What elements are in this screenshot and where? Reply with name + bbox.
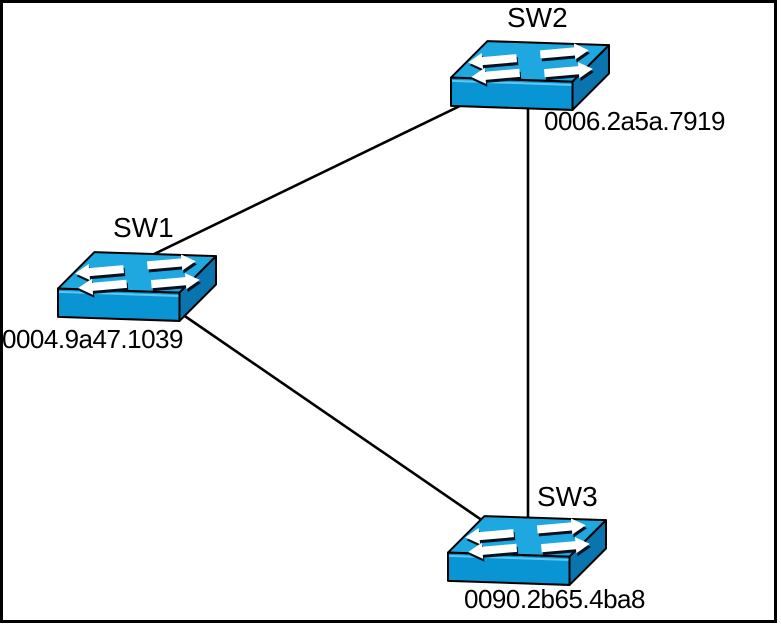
link-sw1-sw2: [147, 102, 465, 259]
mac-address-sw3: 0090.2b65.4ba8: [464, 584, 645, 614]
switch-icon-sw2[interactable]: [449, 37, 611, 112]
node-label-sw2: SW2: [507, 2, 568, 33]
link-sw1-sw3: [175, 308, 487, 525]
mac-address-sw2: 0006.2a5a.7919: [544, 106, 725, 136]
node-label-sw1: SW1: [113, 212, 174, 243]
mac-address-sw1: 0004.9a47.1039: [2, 324, 183, 354]
switch-icon-sw1[interactable]: [56, 248, 218, 323]
switch-icon-sw3[interactable]: [446, 512, 608, 587]
node-label-sw3: SW3: [537, 481, 598, 512]
